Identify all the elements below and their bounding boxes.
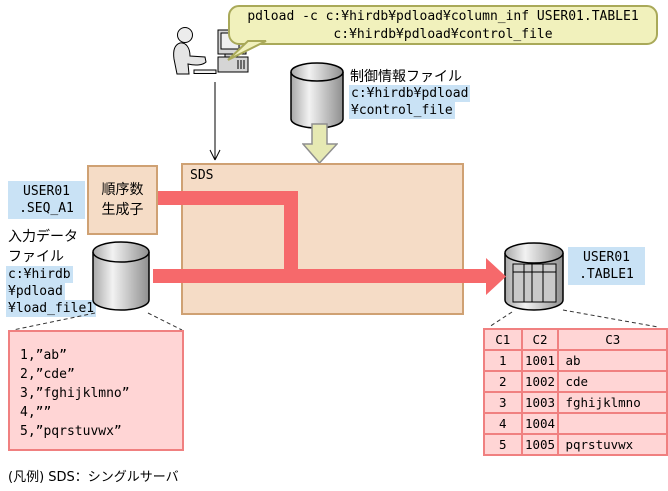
- cell: [557, 412, 668, 435]
- cell: pqrstuvwx: [557, 433, 668, 456]
- sequence-generator-box: 順序数 生成子: [87, 165, 158, 235]
- column-header: C3: [557, 328, 668, 351]
- input-data-box: 1,”ab” 2,”cde” 3,”fghijklmno” 4,”” 5,”pq…: [8, 330, 184, 451]
- column-header: C1: [483, 328, 523, 351]
- bubble-tail: [227, 40, 267, 61]
- input-file-path-line-2: ¥pdload: [6, 283, 65, 300]
- result-table: C1 C2 C3 1 1001 ab 2 1002 cde 3 1003 fgh…: [483, 328, 668, 456]
- input-file-path: c:¥hirdb ¥pdload ¥load_file1: [6, 266, 97, 317]
- table-row: 5 1005 pqrstuvwx: [483, 433, 668, 456]
- target-table-label: USER01 .TABLE1: [568, 247, 645, 285]
- cell: 1005: [520, 433, 560, 456]
- control-file-path: c:¥hirdb¥pdload ¥control_file: [349, 85, 471, 119]
- legend-text: (凡例) SDS：シングルサーバ: [8, 470, 179, 485]
- table-row: 2 1002 cde: [483, 370, 668, 393]
- cell: fghijklmno: [557, 391, 668, 414]
- cell: ab: [557, 349, 668, 372]
- input-file-path-line-3: ¥load_file1: [6, 300, 97, 317]
- sequence-generator-line-2: 生成子: [101, 202, 144, 218]
- target-table-line-1: USER01: [583, 250, 630, 265]
- input-file-title-line-2: ファイル: [8, 249, 64, 265]
- input-detail-callout-lines: [12, 312, 183, 331]
- command-line-1: pdload -c c:¥hirdb¥pdload¥column_inf USE…: [247, 9, 639, 24]
- cell: 3: [483, 391, 523, 414]
- table-row: 4 1004: [483, 412, 668, 435]
- command-line-2: c:¥hirdb¥pdload¥control_file: [333, 27, 553, 42]
- control-file-path-line-1: c:¥hirdb¥pdload: [349, 85, 471, 102]
- cell: 1: [483, 349, 523, 372]
- cell: 4: [483, 412, 523, 435]
- cell: cde: [557, 370, 668, 393]
- sds-label: SDS: [190, 168, 214, 183]
- table-detail-callout-lines: [488, 309, 659, 328]
- target-table-cylinder-icon: [504, 242, 564, 311]
- sequence-object-line-2: .SEQ_A1: [19, 201, 74, 216]
- input-data-line: 1,”ab”: [20, 348, 67, 363]
- input-file-title: 入力データ ファイル: [8, 227, 78, 267]
- target-table-line-2: .TABLE1: [579, 267, 634, 282]
- cell: 1003: [520, 391, 560, 414]
- cell: 1001: [520, 349, 560, 372]
- data-flow-arrows: [153, 191, 506, 295]
- control-file-path-line-2: ¥control_file: [349, 102, 455, 119]
- table-row: 3 1003 fghijklmno: [483, 391, 668, 414]
- cell: 5: [483, 433, 523, 456]
- sequence-generator-line-1: 順序数: [101, 182, 144, 198]
- input-file-path-line-1: c:¥hirdb: [6, 266, 73, 283]
- sds-server-box: SDS: [181, 163, 464, 315]
- input-data-line: 3,”fghijklmno”: [20, 386, 130, 401]
- control-file-title: 制御情報ファイル: [350, 69, 462, 85]
- sequence-object-label: USER01 .SEQ_A1: [8, 181, 85, 219]
- table-row: 1 1001 ab: [483, 349, 668, 372]
- sequence-object-line-1: USER01: [23, 184, 70, 199]
- input-file-cylinder-icon: [92, 241, 150, 311]
- input-data-line: 2,”cde”: [20, 367, 75, 382]
- control-file-cylinder-icon: [290, 62, 344, 129]
- column-header: C2: [520, 328, 560, 351]
- cell: 1002: [520, 370, 560, 393]
- result-table-header-row: C1 C2 C3: [483, 328, 668, 351]
- command-flow-arrow: [209, 82, 221, 161]
- input-data-line: 4,””: [20, 405, 52, 420]
- control-file-input-arrow: [302, 123, 338, 165]
- cell: 2: [483, 370, 523, 393]
- cell: 1004: [520, 412, 560, 435]
- input-file-title-line-1: 入力データ: [8, 229, 78, 245]
- input-data-line: 5,”pqrstuvwx”: [20, 424, 122, 439]
- command-bubble: pdload -c c:¥hirdb¥pdload¥column_inf USE…: [228, 5, 658, 45]
